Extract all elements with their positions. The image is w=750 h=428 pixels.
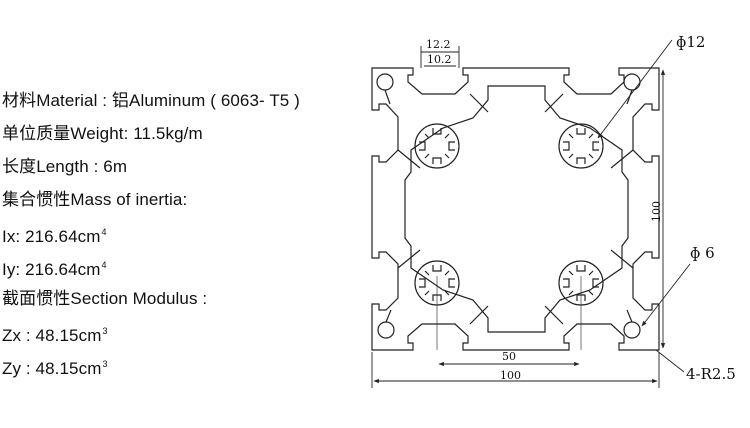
spec-ix: Ix: 216.64cm4: [2, 216, 362, 249]
dim-slot-inner-label: 10.2: [427, 53, 452, 66]
spec-length-text: 长度Length : 6m: [2, 157, 128, 176]
spec-length: 长度Length : 6m: [2, 150, 362, 183]
dim-hole-small-leader: [641, 263, 691, 327]
core-hole-top-right: [558, 123, 604, 169]
spec-zx-text: Zx : 48.15cm: [2, 326, 102, 345]
spec-zy: Zy : 48.15cm3: [2, 348, 362, 381]
dim-height-label: 100: [650, 201, 663, 222]
corner-slot-top-left: [376, 73, 394, 105]
spec-material-text: 材料Material : 铝Aluminum ( 6063- T5 ): [2, 91, 300, 110]
spec-modulus-heading-text: 截面惯性Section Modulus :: [2, 289, 208, 308]
corner-slot-bottom-left: [377, 309, 395, 339]
corner-slot-top-right: [623, 73, 641, 105]
spec-inertia-heading: 集合惯性Mass of inertia:: [2, 183, 362, 216]
core-hole-top-left: [414, 123, 460, 169]
spec-weight: 单位质量Weight: 11.5kg/m: [2, 117, 362, 150]
profile-web-lines: [397, 93, 634, 325]
dim-width-label: 100: [500, 369, 521, 382]
profile-outline: [371, 67, 660, 351]
spec-inertia-heading-text: 集合惯性Mass of inertia:: [2, 190, 188, 209]
spec-material: 材料Material : 铝Aluminum ( 6063- T5 ): [2, 84, 362, 117]
dimension-lines: [371, 39, 691, 388]
spec-iy-text: Iy: 216.64cm: [2, 260, 101, 279]
spec-zx-exponent: 3: [102, 326, 108, 336]
profile-outer-contour: [371, 67, 660, 351]
spec-list: 材料Material : 铝Aluminum ( 6063- T5 ) 单位质量…: [2, 84, 362, 381]
spec-iy: Iy: 216.64cm4: [2, 249, 362, 282]
spec-iy-exponent: 4: [101, 260, 107, 270]
spec-zy-text: Zy : 48.15cm: [2, 359, 102, 378]
dim-slot-outer-line: [420, 46, 460, 68]
dim-hole-large-label: ɸ12: [676, 33, 705, 51]
dim-radius-label: 4-R2.5: [686, 365, 736, 383]
dim-center-label: 50: [502, 350, 516, 363]
spec-ix-exponent: 4: [101, 227, 107, 237]
spec-weight-text: 单位质量Weight: 11.5kg/m: [2, 124, 203, 143]
spec-zy-exponent: 3: [102, 359, 108, 369]
profile-center-cavity: [404, 85, 629, 333]
dim-slot-outer-label: 12.2: [426, 38, 451, 51]
dim-width-line: [371, 352, 660, 388]
spec-ix-text: Ix: 216.64cm: [2, 227, 101, 246]
spec-zx: Zx : 48.15cm3: [2, 315, 362, 348]
hole-center-lines: [436, 276, 582, 350]
dim-hole-large-leader: [597, 39, 673, 139]
corner-slot-bottom-right: [623, 309, 641, 339]
spec-modulus-heading: 截面惯性Section Modulus :: [2, 282, 362, 315]
dim-hole-small-label: ɸ 6: [690, 244, 715, 262]
dim-radius-leader: [655, 349, 685, 373]
